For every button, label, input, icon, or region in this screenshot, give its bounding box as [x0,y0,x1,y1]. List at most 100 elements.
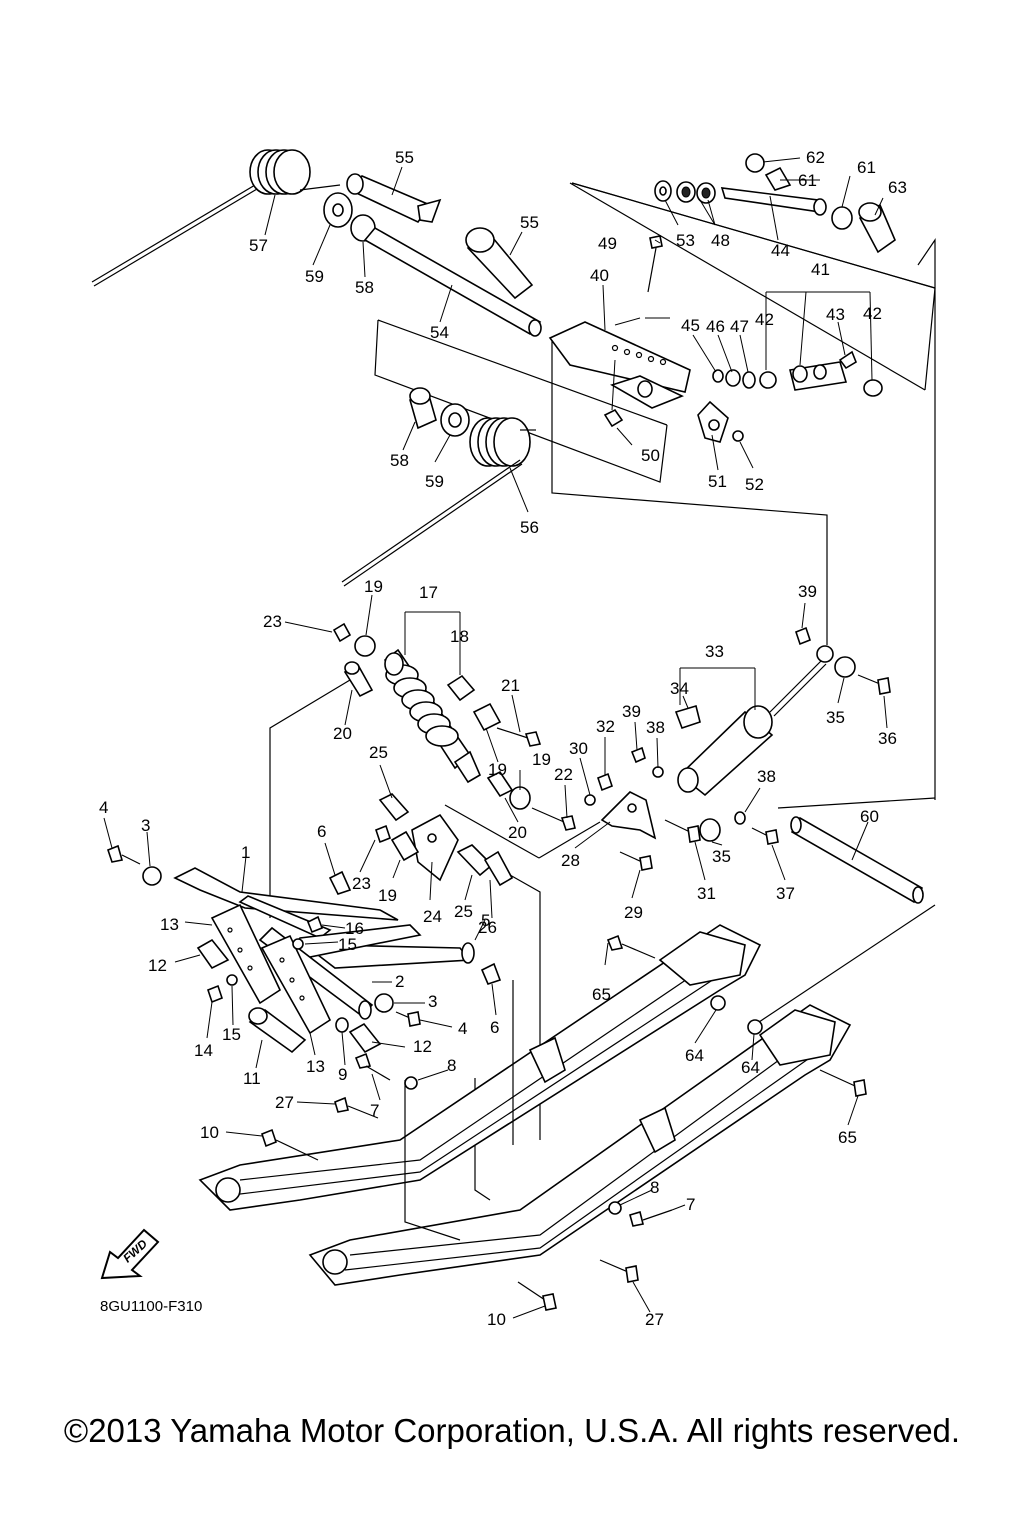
callout-30: 30 [569,739,588,758]
collar-25-upper [378,793,410,822]
callout-61: 61 [857,158,876,177]
washer-8-lower [608,1201,622,1215]
bracket-24 [411,813,459,882]
callout-19: 19 [532,750,551,769]
rail-right [308,1004,852,1286]
callout-21: 21 [501,676,520,695]
collar-20-upper [343,661,374,698]
washer-38-lower [734,811,746,825]
callout-35: 35 [712,847,731,866]
copyright-notice: ©2013 Yamaha Motor Corporation, U.S.A. A… [63,1412,961,1449]
ring-47 [742,371,756,389]
nut-23-lower [375,824,391,844]
collar-19-lower [509,786,531,810]
callout-49: 49 [598,234,617,253]
callout-40: 40 [590,266,609,285]
callout-65: 65 [838,1128,857,1147]
collar-19-left [390,830,420,862]
callout-2: 2 [395,972,404,991]
washer-59-lower [440,403,470,437]
collar-19-upper [354,635,376,657]
shaft-60 [790,816,924,904]
collar-58-lower [409,387,437,430]
callout-26: 26 [478,918,497,937]
collar-6-right [480,962,502,985]
callout-45: 45 [681,316,700,335]
collar-61-upper [764,166,792,191]
nut-39-upper [795,626,811,646]
callout-52: 52 [745,475,764,494]
callout-23: 23 [352,874,371,893]
callout-58: 58 [390,451,409,470]
callout-7: 7 [686,1195,695,1214]
washer-8-upper [404,1076,418,1090]
bolt-21 [496,727,542,747]
bushing-63 [858,202,896,254]
callout-57: 57 [249,236,268,255]
collar-35-lower [699,818,721,842]
nut-50 [603,408,624,428]
callout-18: 18 [450,627,469,646]
shaft-44 [720,187,827,216]
callout-4: 4 [458,1019,467,1038]
bolt-29 [619,851,653,871]
arm-1 [173,867,399,939]
callout-48: 48 [711,231,730,250]
callout-labels: 55 55 57 59 58 54 58 59 56 49 40 53 48 4… [99,148,907,1329]
callout-46: 46 [706,317,725,336]
bolt-37 [751,827,779,845]
bolt-65-lower [819,1069,867,1097]
bolt-10-lower [517,1281,557,1311]
cap-51 [697,400,729,443]
torsion-spring-56 [341,417,536,587]
sleeve-55-lower [465,227,534,300]
callout-27: 27 [275,1093,294,1112]
callout-24: 24 [423,907,442,926]
bushing-53 [654,180,672,202]
tube-11 [248,1007,307,1054]
callout-9: 9 [338,1065,347,1084]
bushing-41-assembly [789,361,848,391]
callout-41: 41 [811,260,830,279]
callout-4: 4 [99,798,108,817]
arm-40 [548,321,691,409]
ring-45 [712,369,724,383]
rail-left [198,924,762,1211]
callout-6: 6 [490,1018,499,1037]
callout-20: 20 [333,724,352,743]
washer-64-right [747,1019,763,1035]
shock-absorber-33 [677,645,834,797]
callout-32: 32 [596,717,615,736]
callout-64: 64 [685,1046,704,1065]
callout-25: 25 [369,743,388,762]
callout-3: 3 [141,816,150,835]
washer-64-left [710,995,726,1011]
callout-1: 1 [241,843,250,862]
callout-13: 13 [160,915,179,934]
shaft-54 [363,226,542,337]
callout-5: 5 [481,911,490,930]
bushing-42-left [759,371,777,389]
callout-12: 12 [413,1037,432,1056]
nut-32 [597,772,613,792]
callout-44: 44 [771,241,790,260]
callout-38: 38 [757,767,776,786]
bushing-42-right [863,379,883,397]
fwd-arrow-icon [100,1228,160,1280]
sleeve-55-upper [346,173,442,224]
callout-6: 6 [317,822,326,841]
callout-42: 42 [755,310,774,329]
callout-51: 51 [708,472,727,491]
collar-18 [446,674,476,702]
callout-62: 62 [806,148,825,167]
callout-34: 34 [670,679,689,698]
callout-19: 19 [364,577,383,596]
callout-10: 10 [200,1123,219,1142]
bolt-27-upper [334,1096,379,1119]
clip-52 [732,430,744,442]
collar-35-upper [834,656,856,678]
plate-13-lower [260,934,332,1035]
callout-37: 37 [776,884,795,903]
callout-55: 55 [520,213,539,232]
